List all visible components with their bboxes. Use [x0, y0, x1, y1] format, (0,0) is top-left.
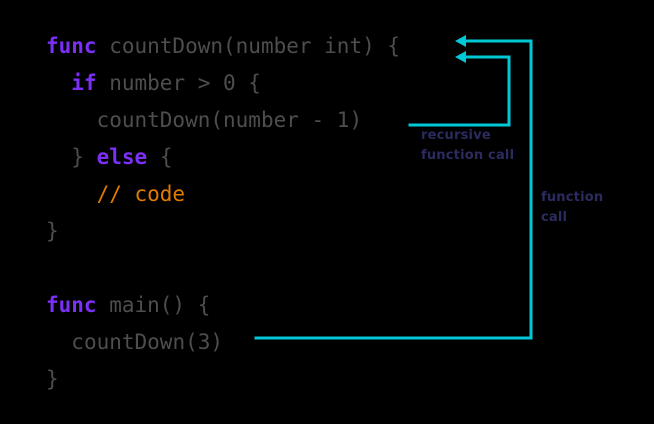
code-token-identifier: } [46, 219, 59, 243]
code-line: func main() { [46, 287, 400, 324]
code-token-identifier: } [46, 367, 59, 391]
code-line: countDown(3) [46, 324, 400, 361]
code-token-comment: // code [96, 182, 186, 206]
code-line: } [46, 361, 400, 398]
code-block: func countDown(number int) { if number >… [46, 28, 400, 398]
code-line-blank [46, 250, 400, 287]
code-line: } [46, 213, 400, 250]
code-line: // code [46, 176, 400, 213]
function-call-label: function call [541, 190, 604, 225]
code-token-identifier: countDown(number int) { [96, 34, 401, 58]
recursive-call-arrow-path [408, 55, 511, 127]
function-call-arrowhead-icon [455, 35, 466, 47]
code-token-identifier: { [147, 145, 173, 169]
recursive-call-arrowhead-icon [455, 51, 466, 63]
code-token-identifier: main() { [96, 293, 211, 317]
code-token-identifier: } [71, 145, 97, 169]
code-line: countDown(number - 1) [46, 102, 400, 139]
code-token-identifier: number > 0 { [96, 71, 261, 95]
code-token-recursive-call: countDown(number - 1) [96, 108, 363, 132]
code-token-keyword: func [46, 293, 97, 317]
code-line: func countDown(number int) { [46, 28, 400, 65]
recursive-function-call-label: recursive function call [421, 128, 515, 163]
code-line: } else { [46, 139, 400, 176]
code-line: if number > 0 { [46, 65, 400, 102]
code-token-keyword: func [46, 34, 97, 58]
code-token-keyword: if [71, 71, 97, 95]
code-token-keyword: else [96, 145, 148, 169]
code-token-main-call: countDown(3) [71, 330, 224, 354]
